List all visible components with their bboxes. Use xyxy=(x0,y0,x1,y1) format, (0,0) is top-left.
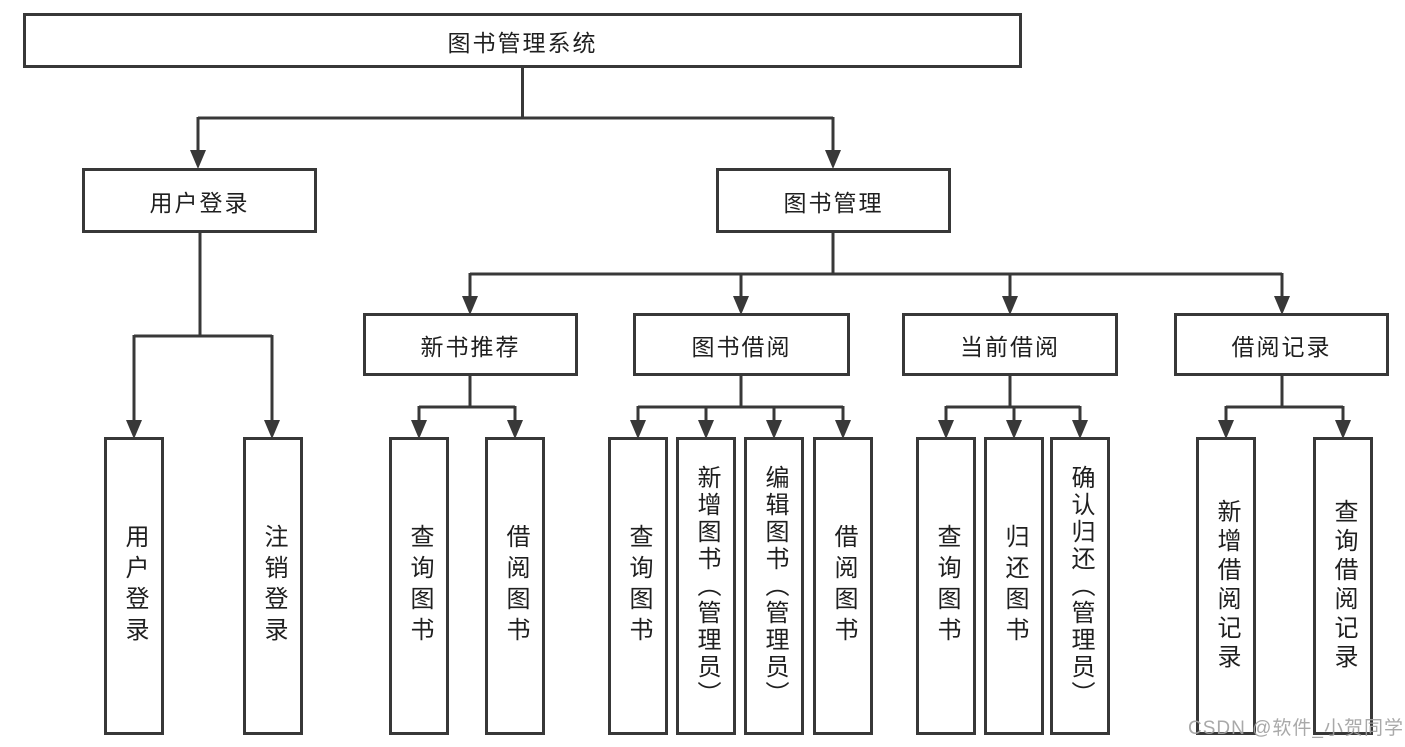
leaf-edit-book-admin: 编辑图书（管理员） xyxy=(744,437,804,735)
csdn-watermark: CSDN @软件_小贺同学 xyxy=(1188,718,1404,739)
node-label: 归还图书 xyxy=(1001,524,1028,648)
arrowhead xyxy=(462,296,478,315)
arrowhead xyxy=(630,420,646,439)
arrowhead xyxy=(698,420,714,439)
leaf-confirm-return-admin: 确认归还（管理员） xyxy=(1050,437,1110,735)
leaf-borrow-books: 借阅图书 xyxy=(813,437,873,735)
node-book-management: 图书管理 xyxy=(716,168,951,233)
connector-borrow-records-branch xyxy=(1224,376,1345,422)
node-label: 新书推荐 xyxy=(420,333,521,360)
node-label: 注销登录 xyxy=(260,524,287,648)
connector-new-book-branch xyxy=(417,376,517,422)
node-current-borrow: 当前借阅 xyxy=(902,313,1118,376)
connector-root-to-level2 xyxy=(196,68,835,152)
leaf-add-book-admin: 新增图书（管理员） xyxy=(676,437,736,735)
arrowhead xyxy=(766,420,782,439)
node-label: 图书管理系统 xyxy=(447,29,598,56)
arrowhead xyxy=(1006,420,1022,439)
arrowhead xyxy=(835,420,851,439)
node-label: 查询图书 xyxy=(933,524,960,648)
node-label: 查询图书 xyxy=(625,524,652,648)
node-label: 图书管理 xyxy=(783,189,884,216)
node-label: 用户登录 xyxy=(149,189,250,216)
arrowhead xyxy=(1002,296,1018,315)
arrowhead xyxy=(190,150,206,169)
node-borrow-records: 借阅记录 xyxy=(1174,313,1389,376)
node-label: 图书借阅 xyxy=(691,333,792,360)
leaf-add-borrow-record: 新增借阅记录 xyxy=(1196,437,1256,735)
arrowhead xyxy=(1335,420,1351,439)
connector-book-borrow-branch xyxy=(636,376,845,422)
leaf-query-borrow-record: 查询借阅记录 xyxy=(1313,437,1373,735)
node-label: 借阅记录 xyxy=(1231,333,1332,360)
leaf-query-books-recommend: 查询图书 xyxy=(389,437,449,735)
arrowhead xyxy=(264,420,280,439)
arrowhead xyxy=(126,420,142,439)
leaf-logout: 注销登录 xyxy=(243,437,303,735)
connector-current-borrow-branch xyxy=(944,376,1082,422)
node-label: 当前借阅 xyxy=(960,333,1060,360)
leaf-query-books-borrow: 查询图书 xyxy=(608,437,668,735)
connector-user-login-branch xyxy=(132,233,274,422)
node-label: 借阅图书 xyxy=(502,524,529,648)
node-label: 查询图书 xyxy=(406,524,433,648)
arrowhead xyxy=(411,420,427,439)
arrowheads xyxy=(126,150,1351,439)
arrowhead xyxy=(507,420,523,439)
node-label: 确认归还（管理员） xyxy=(1067,464,1094,708)
leaf-query-books-current: 查询图书 xyxy=(916,437,976,735)
arrowhead xyxy=(825,150,841,169)
leaf-borrow-books-recommend: 借阅图书 xyxy=(485,437,545,735)
arrowhead xyxy=(1218,420,1234,439)
node-label: 编辑图书（管理员） xyxy=(761,464,788,708)
node-new-book-recommend: 新书推荐 xyxy=(363,313,578,376)
arrowhead xyxy=(733,296,749,315)
leaf-return-books: 归还图书 xyxy=(984,437,1044,735)
node-label: 新增借阅记录 xyxy=(1213,499,1240,673)
node-user-login: 用户登录 xyxy=(82,168,317,233)
arrowhead xyxy=(938,420,954,439)
leaf-user-login: 用户登录 xyxy=(104,437,164,735)
arrowhead xyxy=(1072,420,1088,439)
node-root: 图书管理系统 xyxy=(23,13,1022,68)
node-label: 用户登录 xyxy=(121,524,148,648)
node-book-borrow: 图书借阅 xyxy=(633,313,850,376)
arrowhead xyxy=(1274,296,1290,315)
connector-book-management-to-level3 xyxy=(468,233,1284,298)
node-label: 借阅图书 xyxy=(830,524,857,648)
node-label: 新增图书（管理员） xyxy=(693,464,720,708)
node-label: 查询借阅记录 xyxy=(1330,499,1357,673)
